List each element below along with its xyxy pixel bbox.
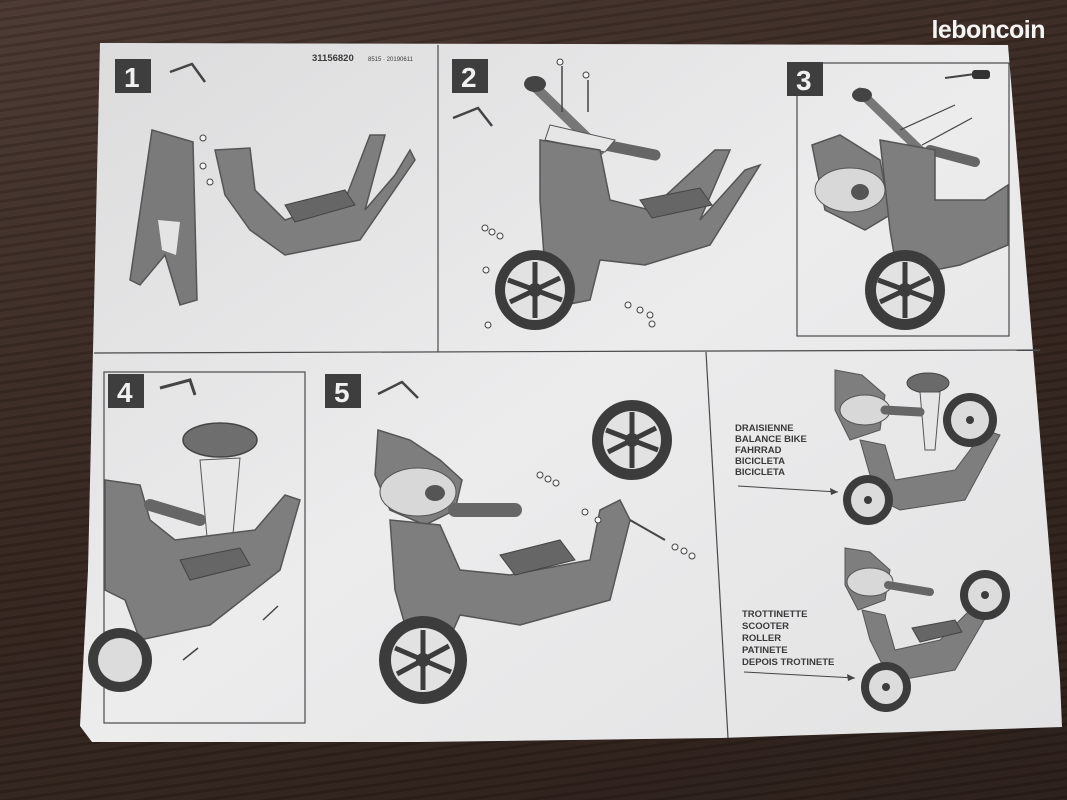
step-2-panel: 2 [452,58,762,330]
label-patinete: PATINETE [742,645,788,656]
doc-code: 31156820 [312,53,354,64]
panel-grid [93,45,1041,739]
step-3-badge [787,62,823,96]
frame-part [214,134,416,256]
balance-bike-labels: DRAISIENNE BALANCE BIKE FAHRRAD BICICLET… [735,423,807,478]
label-scooter: SCOOTER [742,621,789,632]
label-trottinette: TROTTINETTE [742,609,807,620]
leboncoin-watermark: leboncoin [931,16,1045,44]
label-bicicleta-es: BICICLETA [735,456,785,467]
scooter-illustration [844,547,1010,712]
modes-panel: DRAISIENNE BALANCE BIKE FAHRRAD BICICLET… [735,369,1010,712]
fork-part [129,129,198,306]
step-1-badge [115,59,151,93]
arrow-balance-bike [737,485,839,493]
hex-key-icon [377,380,419,399]
step-5-number: 5 [334,377,350,408]
label-draisienne: DRAISIENNE [735,423,794,434]
step-2-badge [452,59,488,93]
bolt-set-5 [536,471,696,560]
seat-part [182,422,258,458]
hex-key-icon [452,106,493,127]
label-fahrrad: FAHRRAD [735,445,782,456]
doc-code-small: 8515 · 20190611 [368,57,414,63]
step-5-panel: 5 [325,374,696,704]
label-depois-trotinete: DEPOIS TROTINETE [742,657,834,668]
step-2-number: 2 [461,62,477,93]
step-4-panel: 4 [88,374,301,692]
step-4-badge [108,374,144,408]
grip-right [599,139,661,161]
step-3-number: 3 [796,65,812,96]
hex-key-icon [169,62,207,83]
step-5-badge [325,374,361,408]
label-balance-bike: BALANCE BIKE [735,434,807,445]
hex-key-icon [159,378,197,396]
step-4-number: 4 [117,377,133,408]
arrow-scooter [743,671,856,679]
screwdriver-icon [944,73,976,79]
step-1-number: 1 [124,62,140,93]
label-roller: ROLLER [742,633,781,644]
grip-left [524,76,546,92]
step-3-panel: 3 [787,62,1009,330]
step-1-panel: 1 31156820 8515 · 20190611 [115,53,416,306]
label-bicicleta-pt: BICICLETA [735,467,785,478]
bolt-set-2 [481,58,656,329]
scooter-labels: TROTTINETTE SCOOTER ROLLER PATINETE DEPO… [742,609,834,668]
balance-bike-illustration [834,369,1001,525]
